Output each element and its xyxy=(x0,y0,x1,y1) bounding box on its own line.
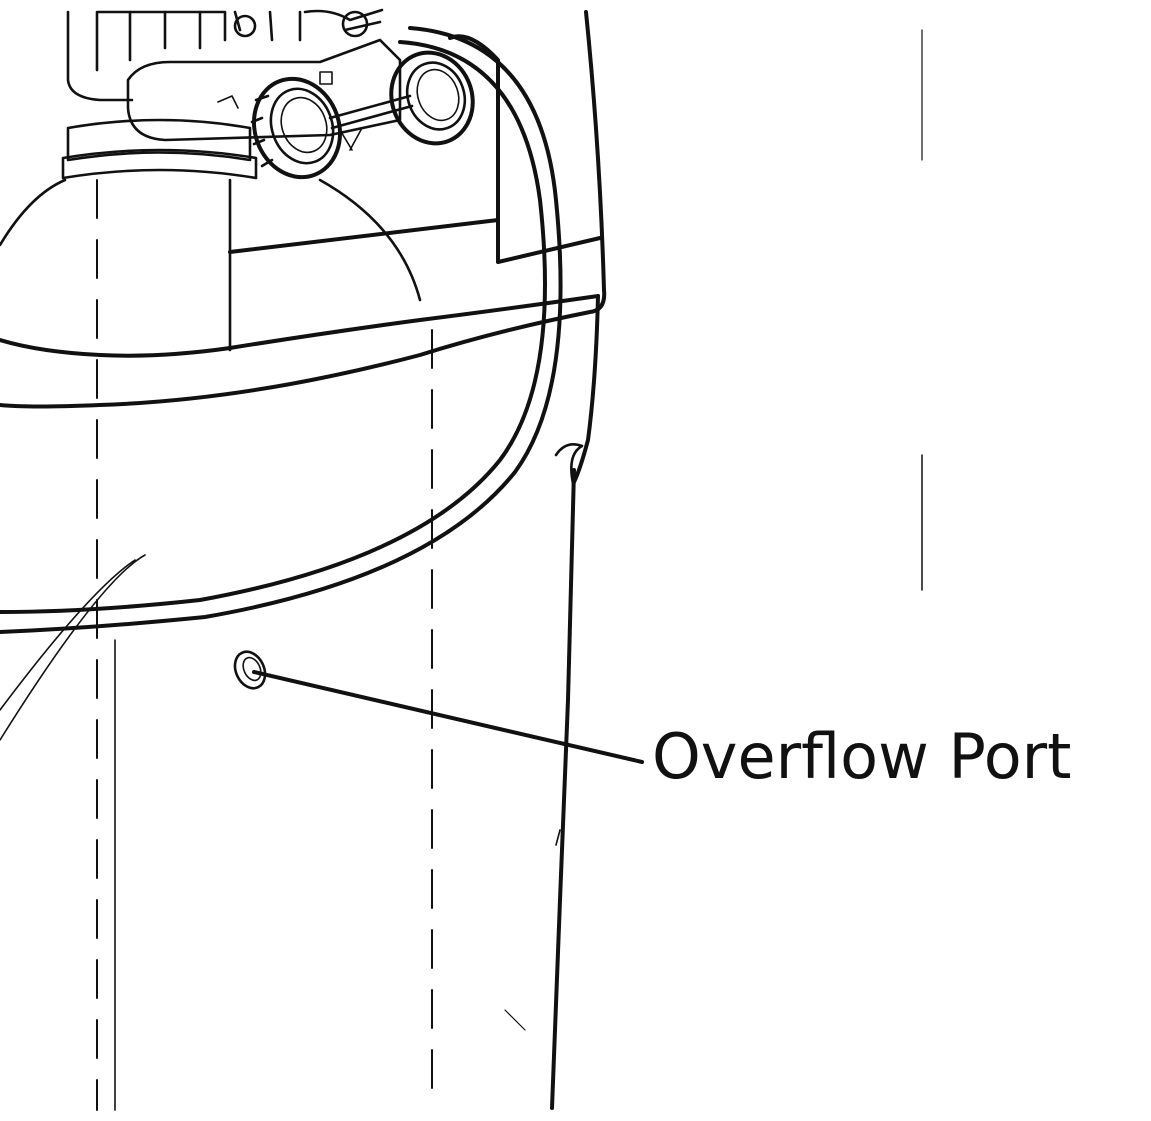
control-valve xyxy=(61,8,475,180)
cabinet-side-wall xyxy=(550,294,600,1110)
resin-tank xyxy=(0,178,433,1111)
overflow-port xyxy=(233,650,267,690)
faint-marks xyxy=(504,29,923,1031)
cabinet-cover xyxy=(0,10,607,409)
brine-tube xyxy=(0,26,563,634)
callout-leader-line xyxy=(252,670,644,764)
overflow-port-label: Overflow Port xyxy=(652,720,1072,793)
